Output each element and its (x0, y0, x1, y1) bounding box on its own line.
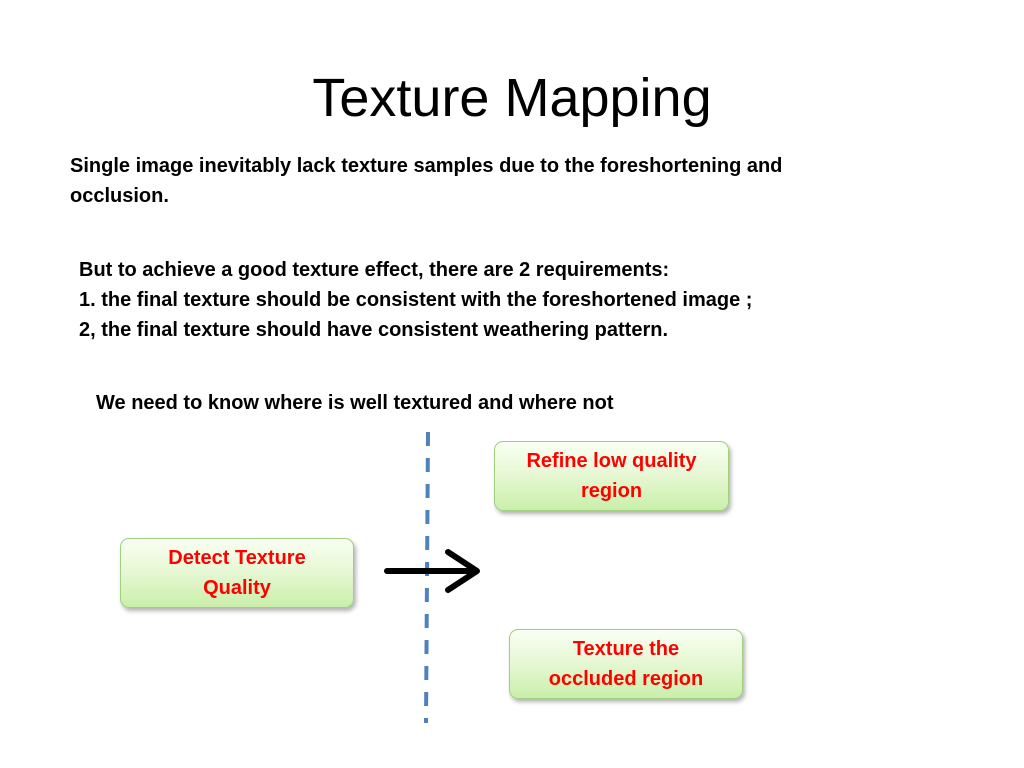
occluded-box-line-1: Texture the (572, 638, 680, 660)
detect-box-line-2: Quality (203, 577, 271, 599)
arrow-head (445, 549, 480, 593)
occluded-box-line-2: occluded region (548, 668, 704, 690)
refine-box-line-2: region (580, 480, 643, 502)
occluded-box-text: Texture the occluded region (549, 634, 703, 694)
refine-low-quality-box: Refine low quality region (494, 441, 729, 511)
slide-title: Texture Mapping (312, 68, 712, 128)
divider-stroke (424, 431, 430, 724)
right-arrow-icon (384, 549, 480, 593)
intro-line-2: occlusion. (70, 185, 169, 207)
intro-paragraph: Single image inevitably lack texture sam… (70, 151, 900, 211)
requirements-line-2: 1. the final texture should be consisten… (79, 289, 753, 311)
refine-box-text: Refine low quality region (526, 446, 696, 506)
detect-box-text: Detect Texture Quality (168, 543, 305, 603)
detect-box-line-1: Detect Texture (168, 547, 306, 569)
requirements-line-1: But to achieve a good texture effect, th… (79, 259, 670, 281)
refine-box-line-1: Refine low quality (526, 450, 697, 472)
detect-texture-quality-box: Detect Texture Quality (120, 538, 354, 608)
requirements-line-3: 2, the final texture should have consist… (79, 319, 669, 341)
dashed-divider-line (424, 431, 430, 724)
intro-line-1: Single image inevitably lack texture sam… (70, 155, 783, 177)
texture-occluded-box: Texture the occluded region (509, 629, 743, 699)
need-statement: We need to know where is well textured a… (96, 392, 614, 414)
requirements-paragraph: But to achieve a good texture effect, th… (79, 255, 939, 345)
